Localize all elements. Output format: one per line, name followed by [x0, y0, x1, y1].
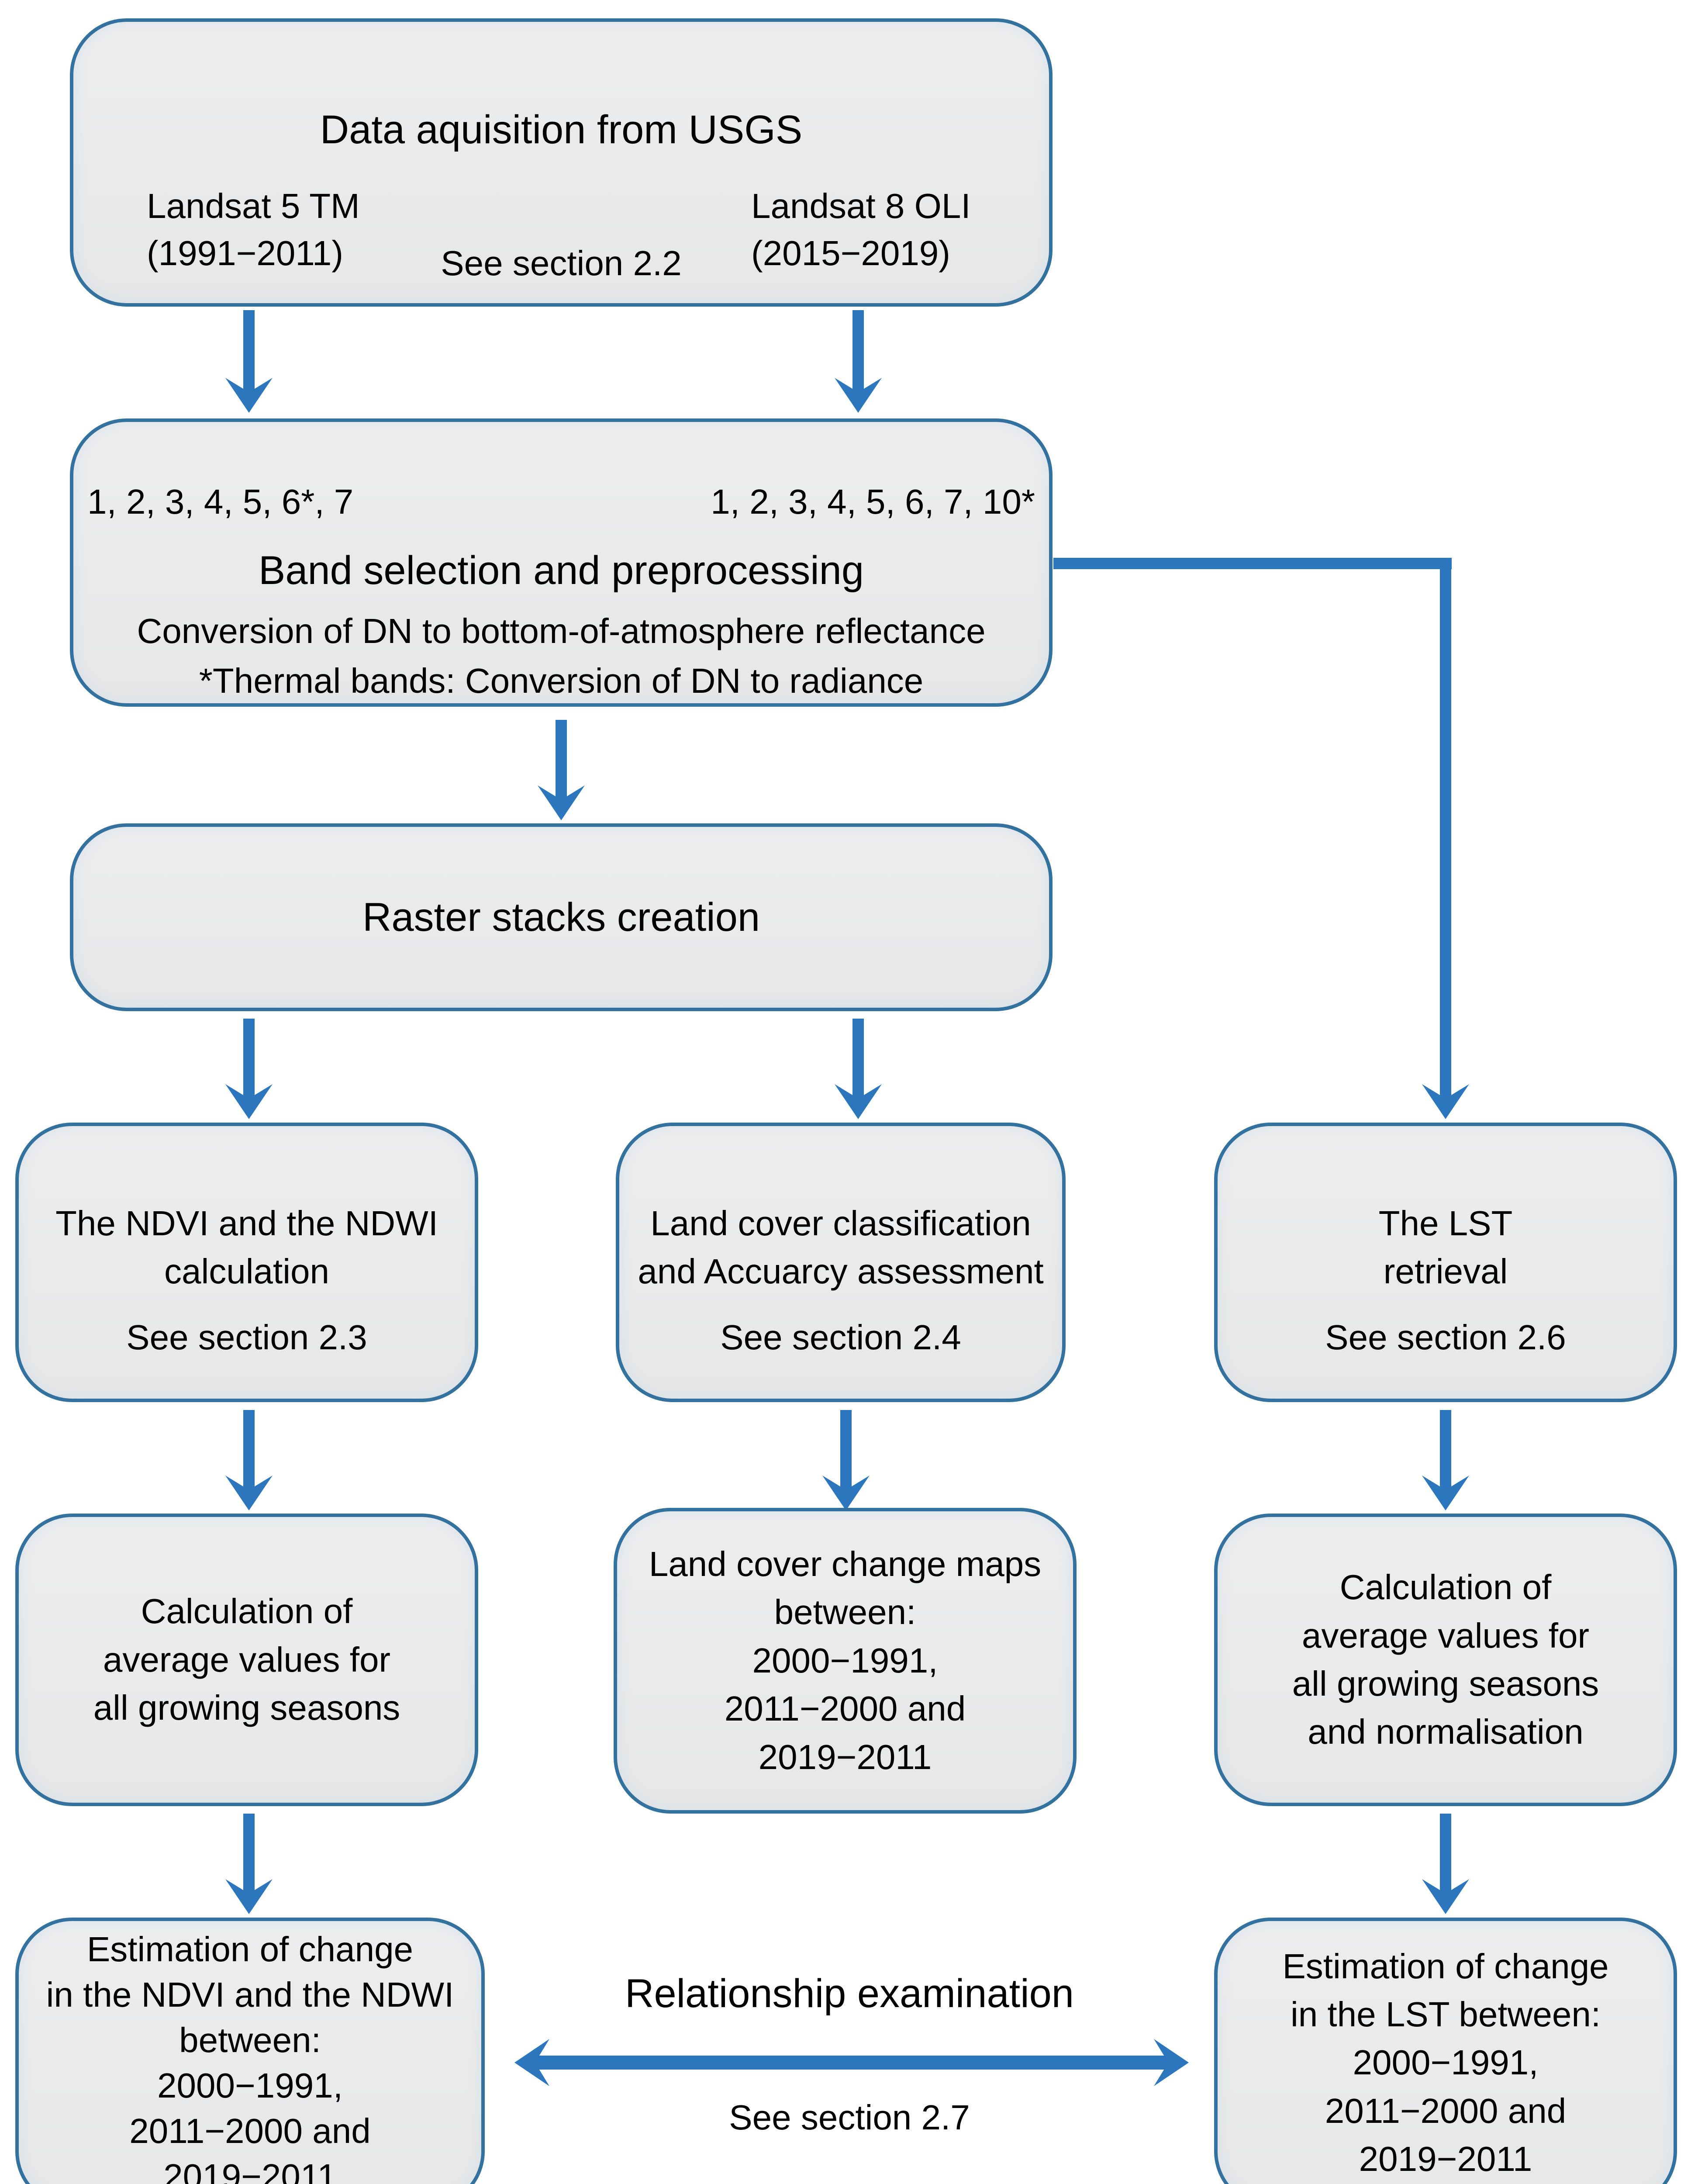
section-reference: See section 2.4	[720, 1317, 961, 1357]
landsat5-label: Landsat 5 TM (1991−2011)	[147, 183, 360, 277]
arrow-acquisition-to-band-left-icon	[225, 310, 273, 413]
node-title: Data aquisition from USGS	[320, 107, 803, 152]
node-land-cover-change-maps: Land cover change maps between: 2000−199…	[614, 1508, 1077, 1814]
thermal-note: *Thermal bands: Conversion of DN to radi…	[199, 661, 924, 700]
node-estimation-change-lst: Estimation of change in the LST between:…	[1214, 1918, 1677, 2184]
text-line: calculation	[164, 1252, 329, 1291]
section-reference: See section 2.6	[1325, 1317, 1566, 1357]
section-reference: See section 2.2	[441, 243, 682, 283]
node-band-selection: 1, 2, 3, 4, 5, 6*, 7 1, 2, 3, 4, 5, 6, 7…	[70, 418, 1053, 707]
text-line: (2015−2019)	[751, 234, 950, 273]
text-line: all growing seasons	[1292, 1664, 1599, 1703]
arrow-raster-to-ndvi-icon	[225, 1019, 273, 1119]
text-line: Land cover classification	[650, 1204, 1031, 1243]
node-land-cover-classification: Land cover classification and Accuarcy a…	[616, 1123, 1066, 1402]
node-raster-stacks: Raster stacks creation	[70, 823, 1053, 1011]
text-line: 2000−1991,	[157, 2066, 343, 2105]
text-line: 2011−2000 and	[129, 2111, 371, 2150]
connector-band-to-lst-icon	[1053, 558, 1469, 1119]
tm-band-list: 1, 2, 3, 4, 5, 6*, 7	[87, 482, 354, 521]
text-line: retrieval	[1383, 1252, 1508, 1291]
text-line: Landsat 8 OLI	[751, 187, 971, 225]
text-line: Land cover change maps	[649, 1545, 1042, 1584]
node-lst-retrieval: The LST retrieval See section 2.6	[1214, 1123, 1677, 1402]
node-data-acquisition: Data aquisition from USGS Landsat 5 TM (…	[70, 18, 1053, 307]
section-reference: See section 2.7	[729, 2098, 970, 2137]
section-reference: See section 2.3	[126, 1317, 367, 1357]
node-text: Land cover classification and Accuarcy a…	[619, 1199, 1062, 1296]
relationship-examination-label: Relationship examination	[625, 1971, 1074, 2016]
node-text: The LST retrieval	[1218, 1199, 1674, 1296]
node-title: Band selection and preprocessing	[258, 548, 864, 593]
text-line: average values for	[1301, 1616, 1590, 1655]
landsat8-label: Landsat 8 OLI (2015−2019)	[751, 183, 971, 277]
text-line: Landsat 5 TM	[147, 187, 360, 225]
text-line: and normalisation	[1308, 1712, 1584, 1752]
text-line: Calculation of	[141, 1592, 353, 1631]
text-line: 2019−2011	[163, 2156, 337, 2184]
arrow-landcover-to-changemaps-icon	[822, 1410, 870, 1510]
text-line: between:	[179, 2020, 321, 2060]
node-estimation-change-ndvi-ndwi: Estimation of change in the NDVI and the…	[15, 1918, 485, 2184]
text-line: all growing seasons	[93, 1688, 400, 1728]
arrow-lst-to-average-icon	[1422, 1410, 1469, 1510]
arrow-raster-to-landcover-icon	[835, 1019, 882, 1119]
oli-band-list: 1, 2, 3, 4, 5, 6, 7, 10*	[711, 482, 1035, 521]
arrow-acquisition-to-band-right-icon	[835, 310, 882, 413]
text-line: Estimation of change	[86, 1929, 414, 1969]
arrow-average-to-estimation-left-icon	[225, 1814, 273, 1914]
text-line: between:	[774, 1593, 916, 1632]
text-line: The LST	[1378, 1204, 1513, 1243]
text-line: The NDVI and the NDWI	[55, 1204, 438, 1243]
text-line: Estimation of change	[1282, 1946, 1609, 1986]
arrow-average-to-estimation-right-icon	[1422, 1814, 1469, 1914]
text-line: 2000−1991,	[1353, 2043, 1539, 2082]
text-line: 2019−2011	[758, 1737, 932, 1776]
node-title: Raster stacks creation	[362, 895, 760, 940]
conversion-note: Conversion of DN to bottom-of-atmosphere…	[137, 612, 986, 650]
arrow-band-to-raster-icon	[538, 720, 585, 820]
text-line: and Accuarcy assessment	[638, 1252, 1044, 1291]
text-line: (1991−2011)	[147, 234, 343, 273]
text-line: 2011−2000 and	[724, 1689, 966, 1728]
node-average-values-lst: Calculation of average values for all gr…	[1214, 1514, 1677, 1806]
node-text: The NDVI and the NDWI calculation	[19, 1199, 475, 1296]
text-line: 2019−2011	[1359, 2139, 1532, 2179]
arrow-ndvi-to-average-icon	[225, 1410, 273, 1510]
text-line: Calculation of	[1339, 1568, 1552, 1607]
text-line: average values for	[103, 1640, 391, 1679]
text-line: 2000−1991,	[752, 1641, 938, 1680]
node-ndvi-ndwi-calculation: The NDVI and the NDWI calculation See se…	[15, 1123, 478, 1402]
node-average-values-ndvi: Calculation of average values for all gr…	[15, 1514, 478, 1806]
text-line: in the LST between:	[1290, 1994, 1601, 2034]
relationship-double-arrow-icon	[514, 2039, 1189, 2086]
text-line: in the NDVI and the NDWI	[46, 1975, 454, 2014]
text-line: 2011−2000 and	[1325, 2091, 1567, 2130]
